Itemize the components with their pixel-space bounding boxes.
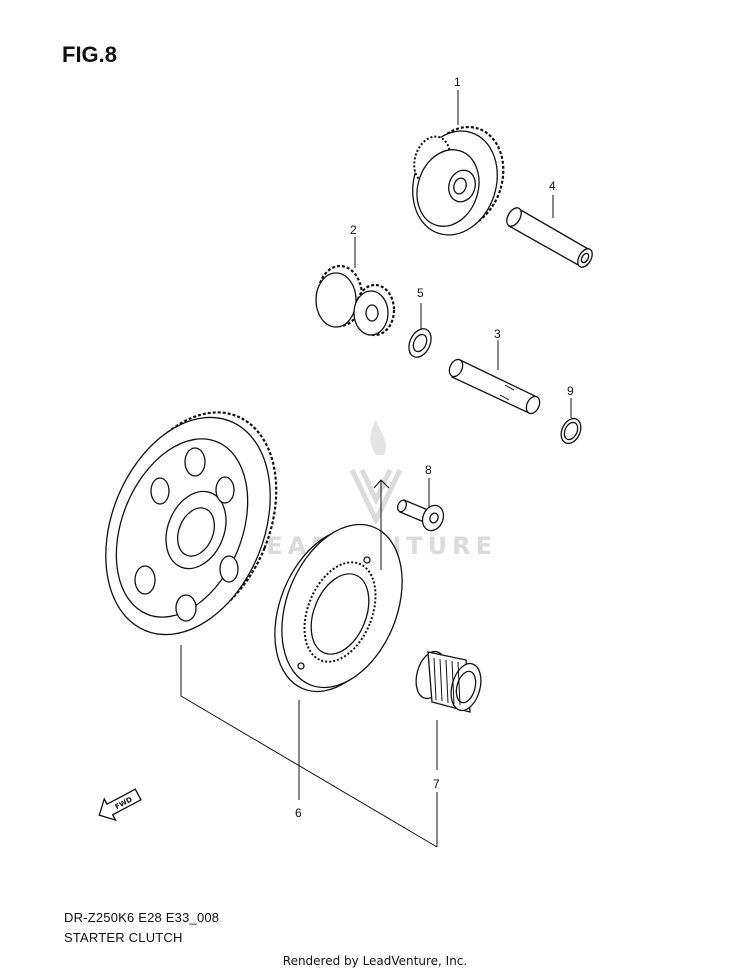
- callout-1: 1: [454, 75, 461, 89]
- callout-8: 8: [425, 463, 432, 477]
- callout-9: 9: [567, 384, 574, 398]
- footer-credit: Rendered by LeadVenture, Inc.: [282, 954, 468, 968]
- part-4-shaft: [506, 207, 593, 268]
- part-5-washer: [408, 328, 432, 358]
- diagram-name: STARTER CLUTCH: [64, 930, 183, 945]
- part-2-double-gear: [315, 264, 396, 337]
- large-driven-gear: [105, 411, 278, 636]
- figure-title: FIG.8: [62, 42, 118, 67]
- callout-5: 5: [417, 286, 424, 300]
- callout-4: 4: [549, 179, 556, 193]
- model-code: DR-Z250K6 E28 E33_008: [64, 910, 220, 925]
- part-9-circlip: [560, 417, 582, 445]
- callout-2: 2: [350, 223, 357, 237]
- part-6-starter-clutch: [274, 523, 403, 693]
- callout-7: 7: [433, 777, 440, 791]
- part-8-bolt: [397, 499, 445, 532]
- watermark-logo: [349, 420, 403, 526]
- leader-lines: [180, 90, 572, 848]
- part-7-needle-bearing: [415, 650, 482, 713]
- fwd-arrow-icon: FWD: [98, 788, 142, 822]
- callout-6: 6: [295, 806, 302, 820]
- part-1-gear: [412, 125, 505, 236]
- part-3-shaft: [448, 358, 541, 415]
- callout-3: 3: [494, 327, 501, 341]
